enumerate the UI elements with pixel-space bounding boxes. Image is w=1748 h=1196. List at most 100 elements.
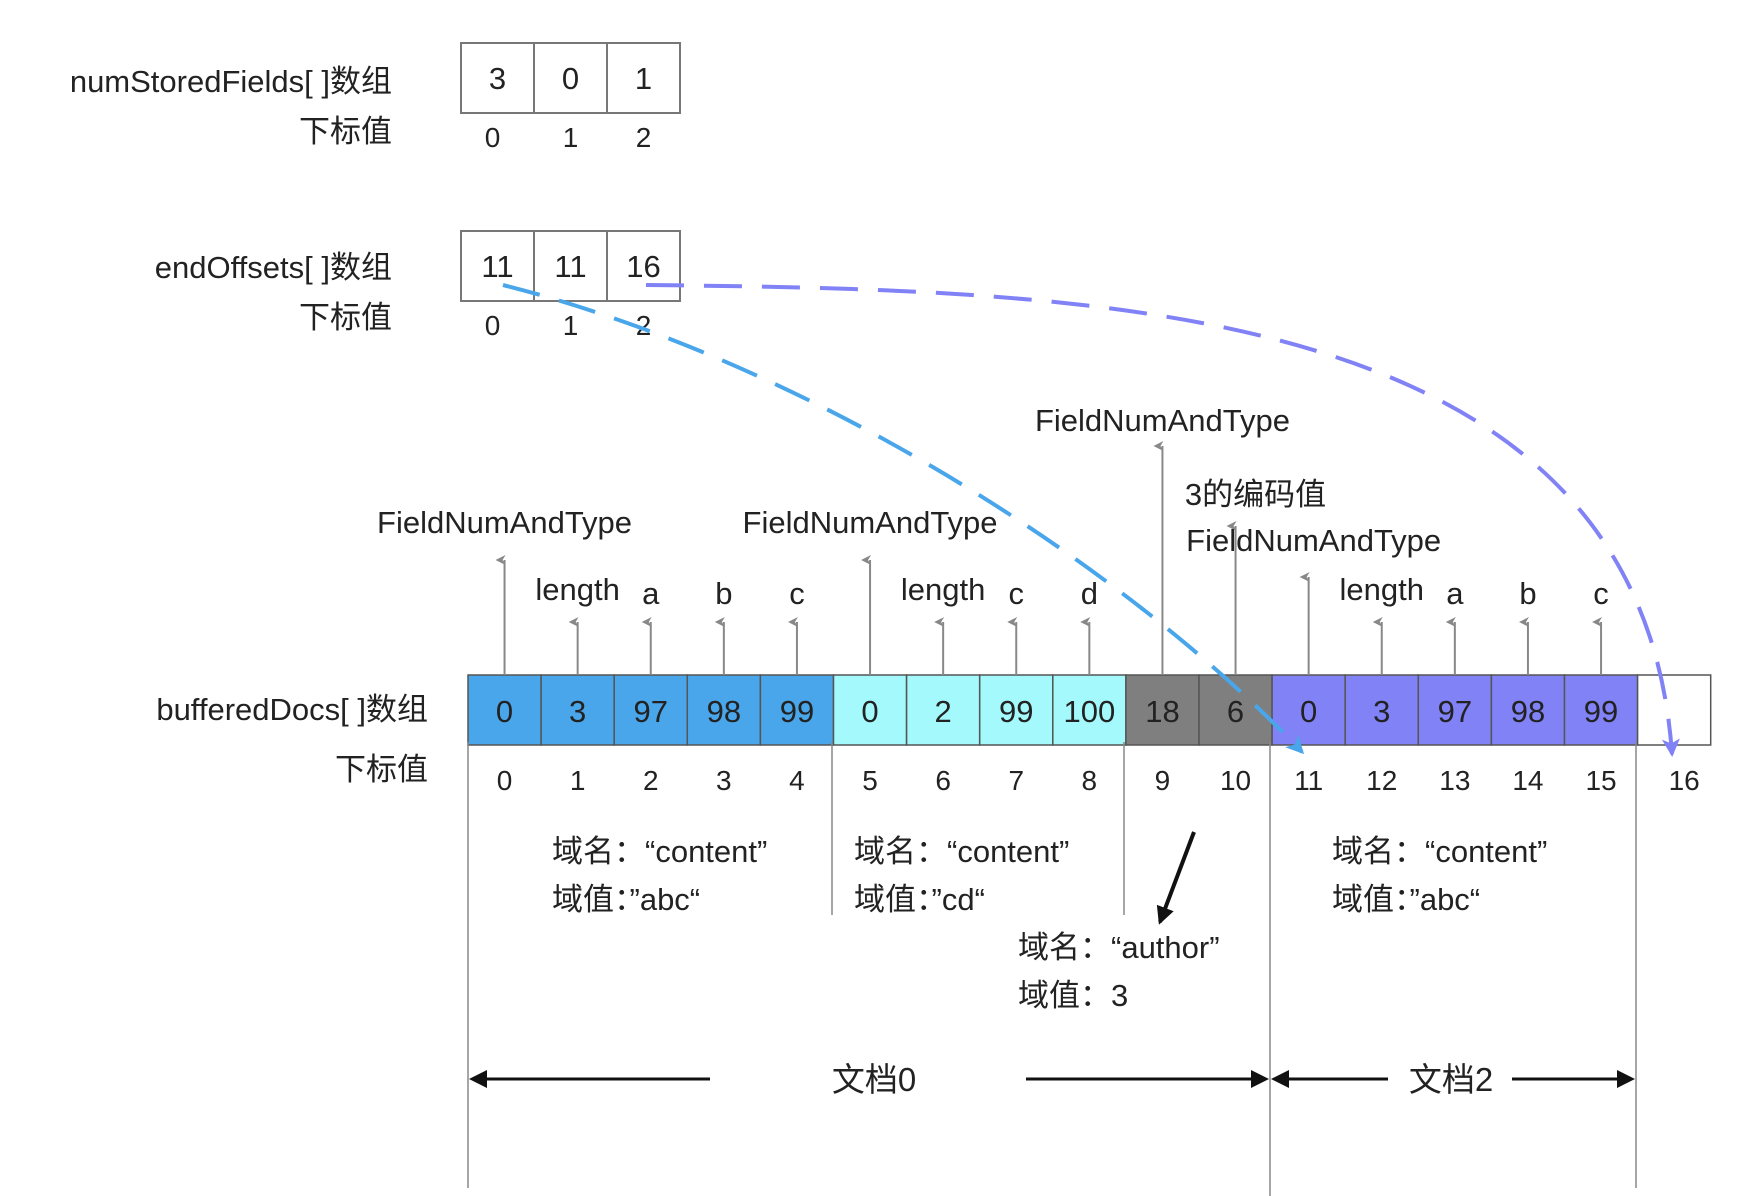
buffered-docs-cell-value: 98 — [707, 694, 741, 729]
buffered-docs-cell-value: 18 — [1145, 694, 1179, 729]
end-offsets-index-label: 下标值 — [299, 300, 392, 335]
buffered-docs-cell-value: 99 — [999, 694, 1033, 729]
buffered-docs-cell — [832, 674, 908, 746]
buffered-docs-index: 0 — [497, 765, 513, 796]
num-stored-fields-group: numStoredFields[ ]数组 下标值 3 0 0 1 1 2 — [70, 42, 681, 153]
buffered-docs-index: 16 — [1669, 765, 1700, 796]
buffered-docs-cell-value: 97 — [634, 694, 668, 729]
annotation-label: FieldNumAndType — [1186, 523, 1441, 558]
buffered-docs-cell-value: 97 — [1438, 694, 1472, 729]
buffered-docs-index: 13 — [1439, 765, 1470, 796]
annotation-label: c — [1009, 576, 1025, 611]
num-stored-fields-cell — [533, 42, 608, 114]
buffered-docs-index: 12 — [1366, 765, 1397, 796]
num-stored-fields-cell-value: 1 — [635, 61, 652, 96]
buffered-docs-cell — [1125, 674, 1200, 746]
buffered-docs-index: 4 — [789, 765, 805, 796]
buffered-docs-cell-value: 99 — [1584, 694, 1618, 729]
buffered-docs-index: 14 — [1512, 765, 1543, 796]
field-1-name: 域名：“content” — [854, 834, 1069, 869]
buffered-docs-cell-value: 100 — [1063, 694, 1115, 729]
offset-pointer-curve-blue — [502, 283, 1305, 755]
end-offsets-cell-value: 16 — [626, 249, 660, 284]
buffered-docs-label: bufferedDocs[ ]数组 — [156, 692, 428, 727]
field-boundary-lines — [467, 742, 1637, 1196]
buffered-docs-cell-value: 99 — [780, 694, 814, 729]
annotation-label: a — [642, 576, 660, 611]
num-stored-fields-index: 1 — [563, 122, 579, 153]
buffered-docs-cell-value: 0 — [861, 694, 878, 729]
buffered-docs-index: 3 — [716, 765, 732, 796]
annotation-label: a — [1446, 576, 1464, 611]
buffered-docs-cell-value: 6 — [1227, 694, 1244, 729]
buffered-docs-cell — [1636, 674, 1712, 746]
field-2-name: 域名：“author” — [1018, 930, 1220, 965]
annotation-label: length — [901, 572, 985, 607]
annotation-label: c — [789, 576, 805, 611]
doc0-label: 文档0 — [832, 1061, 916, 1098]
buffered-docs-index-label: 下标值 — [335, 752, 428, 787]
buffered-docs-cell-value: 3 — [569, 694, 586, 729]
field-3-value: 域值：”abc“ — [1332, 882, 1480, 917]
buffered-docs-cell-value: 0 — [1300, 694, 1317, 729]
end-offsets-cell-value: 11 — [554, 249, 586, 284]
end-offsets-cell — [533, 230, 608, 302]
annotation-label: FieldNumAndType — [1035, 403, 1290, 438]
end-offsets-index: 2 — [636, 310, 652, 341]
buffered-docs-cell-value: 0 — [496, 694, 513, 729]
buffered-docs-group: bufferedDocs[ ]数组 下标值 003197298399405269… — [156, 403, 1712, 796]
buffered-docs-index: 9 — [1155, 765, 1171, 796]
annotation-label: d — [1081, 576, 1098, 611]
num-stored-fields-index: 2 — [636, 122, 652, 153]
buffered-docs-cell — [759, 674, 835, 746]
buffered-docs-cell — [1271, 674, 1346, 746]
buffered-docs-cell — [1417, 674, 1493, 746]
doc2-label: 文档2 — [1409, 1061, 1493, 1098]
buffered-docs-cell — [1052, 674, 1127, 746]
num-stored-fields-label: numStoredFields[ ]数组 — [70, 64, 392, 99]
buffered-docs-index: 6 — [935, 765, 951, 796]
field-0-name: 域名：“content” — [552, 834, 767, 869]
annotation-label: b — [715, 576, 732, 611]
num-stored-fields-index-label: 下标值 — [299, 114, 392, 149]
offset-pointer-curve-purple — [645, 283, 1680, 757]
buffered-docs-cell-value: 2 — [935, 694, 952, 729]
buffered-docs-index: 7 — [1008, 765, 1024, 796]
annotation-label: FieldNumAndType — [743, 505, 998, 540]
end-offsets-label: endOffsets[ ]数组 — [155, 250, 392, 285]
buffered-docs-index: 11 — [1294, 765, 1323, 796]
buffered-docs-cells: 0031972983994052699710081896100113129713… — [467, 674, 1712, 796]
buffered-docs-index: 10 — [1220, 765, 1251, 796]
field-1-value: 域值：”cd“ — [854, 882, 985, 917]
end-offsets-index: 1 — [563, 310, 579, 341]
field-2-value: 域值：3 — [1018, 978, 1128, 1013]
buffered-docs-cell — [978, 674, 1054, 746]
buffered-docs-cell-value: 98 — [1511, 694, 1545, 729]
buffered-docs-cell — [540, 674, 615, 746]
end-offsets-cell-value: 11 — [481, 249, 513, 284]
num-stored-fields-cells: 3 0 0 1 1 2 — [460, 42, 681, 153]
annotation-label: c — [1593, 576, 1609, 611]
num-stored-fields-cell-value: 0 — [562, 61, 579, 96]
annotation-label: length — [1340, 572, 1424, 607]
author-pointer-arrow — [1156, 831, 1196, 925]
buffered-docs-index: 8 — [1082, 765, 1098, 796]
buffered-docs-index: 15 — [1585, 765, 1616, 796]
end-offsets-cell — [606, 230, 681, 302]
annotation-label: length — [535, 572, 619, 607]
num-stored-fields-cell-value: 3 — [489, 61, 506, 96]
annotation-label: 3的编码值 — [1185, 477, 1326, 512]
annotation-label: b — [1519, 576, 1536, 611]
buffered-docs-index: 2 — [643, 765, 659, 796]
buffered-docs-index: 1 — [570, 765, 586, 796]
end-offsets-index: 0 — [485, 310, 501, 341]
num-stored-fields-cell — [606, 42, 681, 114]
num-stored-fields-cell — [460, 42, 535, 114]
num-stored-fields-index: 0 — [485, 122, 501, 153]
buffered-docs-index: 5 — [862, 765, 878, 796]
buffered-docs-cell-value: 3 — [1373, 694, 1390, 729]
